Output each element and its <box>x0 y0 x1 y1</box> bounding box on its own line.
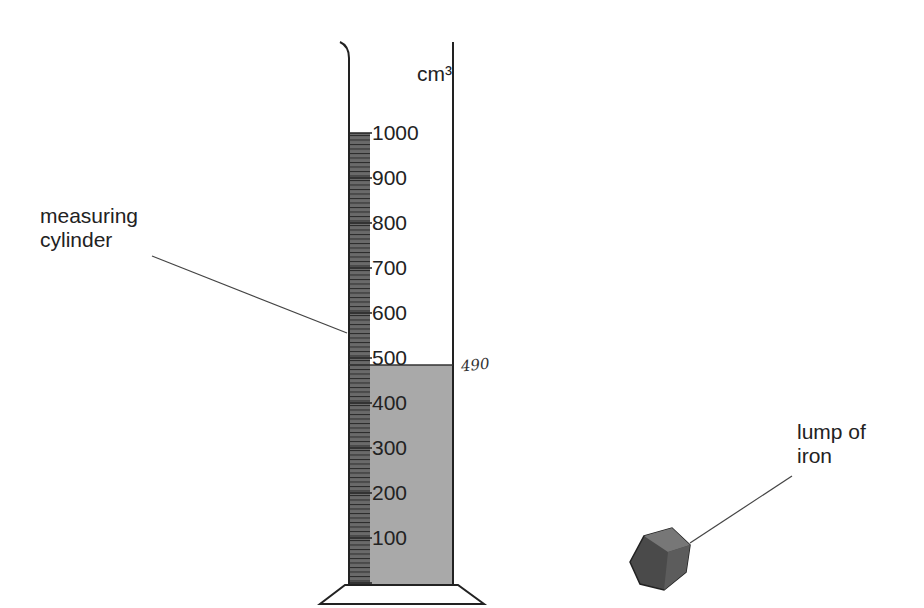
major-tick <box>350 537 372 539</box>
major-tick <box>350 402 372 404</box>
cylinder-wall <box>452 42 454 585</box>
iron-lump <box>630 528 690 590</box>
major-tick <box>350 582 372 584</box>
major-tick <box>350 222 372 224</box>
major-tick <box>350 447 372 449</box>
scale-number: 1000 <box>372 121 419 145</box>
scale-number: 600 <box>372 301 407 325</box>
leader-line <box>152 256 347 333</box>
scale-band <box>350 133 370 585</box>
cylinder-wall <box>340 42 349 585</box>
part-label: measuring cylinder <box>40 204 160 252</box>
unit-label: cm³ <box>417 62 452 86</box>
major-tick <box>350 132 372 134</box>
scale-number: 200 <box>372 481 407 505</box>
leader-line <box>690 476 792 543</box>
scale-number: 100 <box>372 526 407 550</box>
scale-number: 300 <box>372 436 407 460</box>
handwritten-reading: 490 <box>460 356 490 376</box>
scale-number: 500 <box>372 346 407 370</box>
part-label: lump of iron <box>797 420 877 468</box>
scale-number: 800 <box>372 211 407 235</box>
cylinder-base <box>320 585 484 604</box>
major-tick <box>350 177 372 179</box>
major-tick <box>350 357 372 359</box>
scale-number: 700 <box>372 256 407 280</box>
major-tick <box>350 267 372 269</box>
major-tick <box>350 312 372 314</box>
scale-number: 400 <box>372 391 407 415</box>
major-tick <box>350 492 372 494</box>
scale-number: 900 <box>372 166 407 190</box>
